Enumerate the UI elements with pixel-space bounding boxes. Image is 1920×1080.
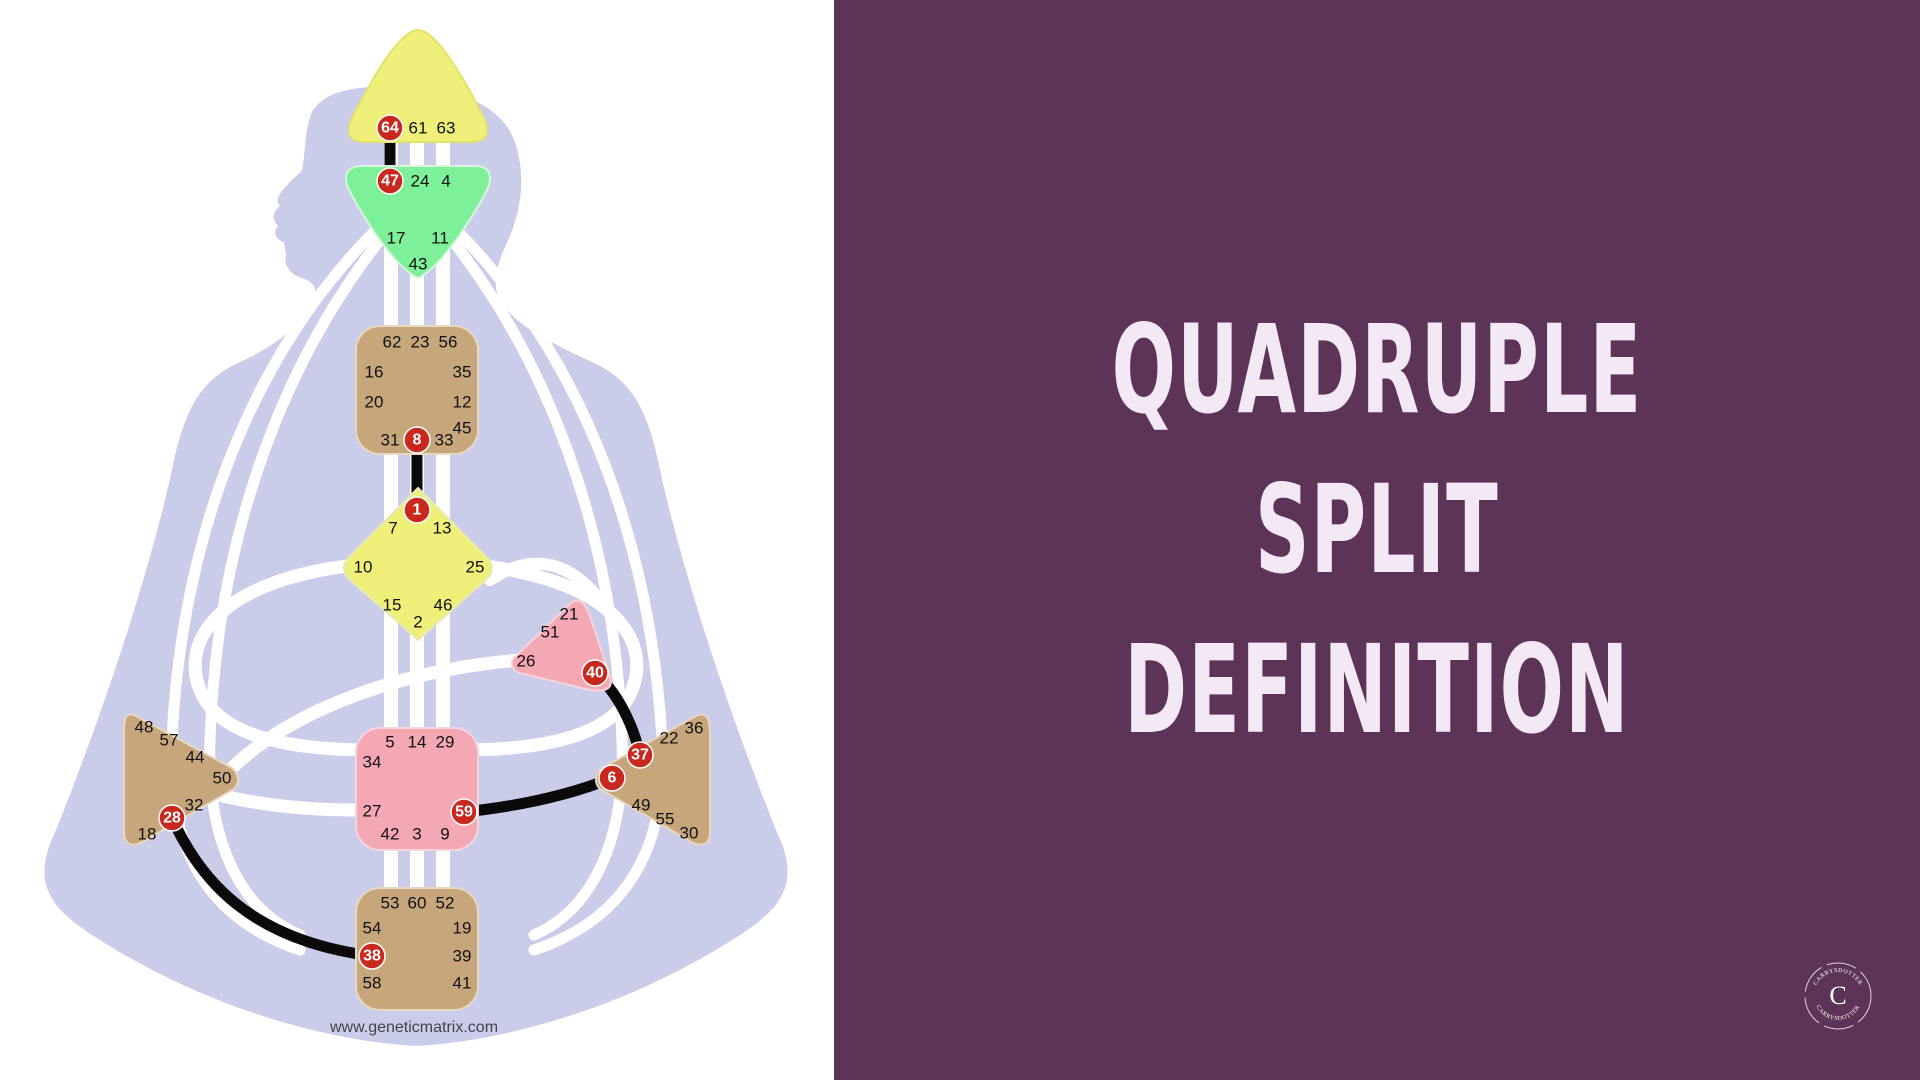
gate-9-label: 9	[440, 825, 449, 844]
gate-3-label: 3	[412, 825, 421, 844]
gate-2-label: 2	[413, 613, 422, 632]
gate-18-label: 18	[138, 825, 157, 844]
gate-4-label: 4	[441, 172, 450, 191]
gate-43-label: 43	[409, 255, 428, 274]
logo-letter: C	[1829, 981, 1846, 1010]
ajna-center	[345, 165, 491, 280]
gate-56-label: 56	[439, 333, 458, 352]
gate-5-label: 5	[385, 733, 394, 752]
gate-49-label: 49	[632, 796, 651, 815]
active-gate-marker-1	[403, 496, 431, 524]
gate-24-label: 24	[411, 172, 430, 191]
active-gate-marker-59	[450, 798, 478, 826]
gate-14-label: 14	[408, 733, 427, 752]
gate-52-label: 52	[436, 894, 455, 913]
gate-63-label: 63	[437, 119, 456, 138]
gate-38-label: 38	[363, 948, 381, 965]
gate-35-label: 35	[453, 363, 472, 382]
gate-42-label: 42	[381, 825, 400, 844]
title-line-2: SPLIT	[1254, 459, 1500, 601]
root-center	[355, 887, 479, 1011]
gate-31-label: 31	[381, 431, 400, 450]
gate-27-label: 27	[363, 802, 382, 821]
gate-15-label: 15	[383, 596, 402, 615]
gate-11-label: 11	[431, 229, 449, 248]
gate-16-label: 16	[365, 363, 384, 382]
throat-center	[355, 325, 479, 455]
gate-22-label: 22	[660, 729, 679, 748]
gate-53-label: 53	[381, 894, 400, 913]
gate-28-label: 28	[163, 810, 181, 827]
gate-54-label: 54	[363, 919, 382, 938]
gate-59-label: 59	[455, 804, 473, 821]
gate-10-label: 10	[354, 558, 373, 577]
gate-8-label: 8	[413, 432, 422, 449]
gate-26-label: 26	[517, 652, 536, 671]
solar-plexus-center	[595, 713, 711, 846]
gate-45-label: 45	[453, 419, 472, 438]
gate-12-label: 12	[453, 393, 472, 412]
gate-23-label: 23	[411, 333, 430, 352]
credit-text: www.geneticmatrix.com	[329, 1019, 498, 1036]
gate-33-label: 33	[435, 431, 454, 450]
title-line-3: DEFINITION	[1124, 619, 1630, 761]
gate-36-label: 36	[685, 719, 704, 738]
gate-57-label: 57	[160, 731, 179, 750]
active-gate-marker-6	[598, 764, 626, 792]
active-gate-marker-38	[358, 942, 386, 970]
active-gate-marker-47	[376, 167, 404, 195]
gate-46-label: 46	[434, 596, 453, 615]
sacral-center	[355, 727, 479, 851]
gate-39-label: 39	[453, 947, 472, 966]
active-gate-marker-8	[403, 426, 431, 454]
gate-47-label: 47	[381, 173, 399, 190]
title-line-1: QUADRUPLE	[1111, 299, 1643, 441]
gate-40-label: 40	[586, 665, 604, 682]
gate-37-label: 37	[631, 747, 649, 764]
active-gate-marker-64	[376, 114, 404, 142]
gate-30-label: 30	[680, 824, 699, 843]
active-gate-marker-40	[581, 659, 609, 687]
gate-13-label: 13	[433, 519, 452, 538]
g-center	[343, 486, 493, 642]
slide-title: QUADRUPLE SPLIT DEFINITION	[1040, 290, 1713, 770]
spleen-center	[123, 713, 239, 846]
gate-17-label: 17	[387, 229, 406, 248]
gate-32-label: 32	[185, 796, 204, 815]
gate-7-label: 7	[388, 519, 397, 538]
gate-1-label: 1	[413, 502, 422, 519]
active-gate-marker-28	[158, 804, 186, 832]
gate-20-label: 20	[365, 393, 384, 412]
gate-51-label: 51	[541, 623, 560, 642]
gate-25-label: 25	[466, 558, 485, 577]
title-panel: QUADRUPLE SPLIT DEFINITION CARRYSDOTTER …	[834, 0, 1920, 1080]
gate-6-label: 6	[608, 770, 617, 787]
gate-62-label: 62	[383, 333, 402, 352]
gate-48-label: 48	[135, 718, 154, 737]
gate-61-label: 61	[409, 119, 428, 138]
gate-60-label: 60	[408, 894, 427, 913]
head-center	[347, 28, 489, 143]
gate-55-label: 55	[656, 810, 675, 829]
gate-21-label: 21	[560, 605, 579, 624]
gate-34-label: 34	[363, 753, 382, 772]
gate-29-label: 29	[436, 733, 455, 752]
gate-19-label: 19	[453, 919, 472, 938]
gate-44-label: 44	[186, 748, 205, 767]
gate-64-label: 64	[381, 120, 399, 137]
gate-41-label: 41	[453, 974, 472, 993]
gate-50-label: 50	[213, 769, 232, 788]
brand-logo: CARRYSDOTTER CARRYSDOTTER C	[1804, 962, 1872, 1030]
active-gate-marker-37	[626, 741, 654, 769]
gate-58-label: 58	[363, 974, 382, 993]
channel-28-38	[166, 812, 378, 962]
